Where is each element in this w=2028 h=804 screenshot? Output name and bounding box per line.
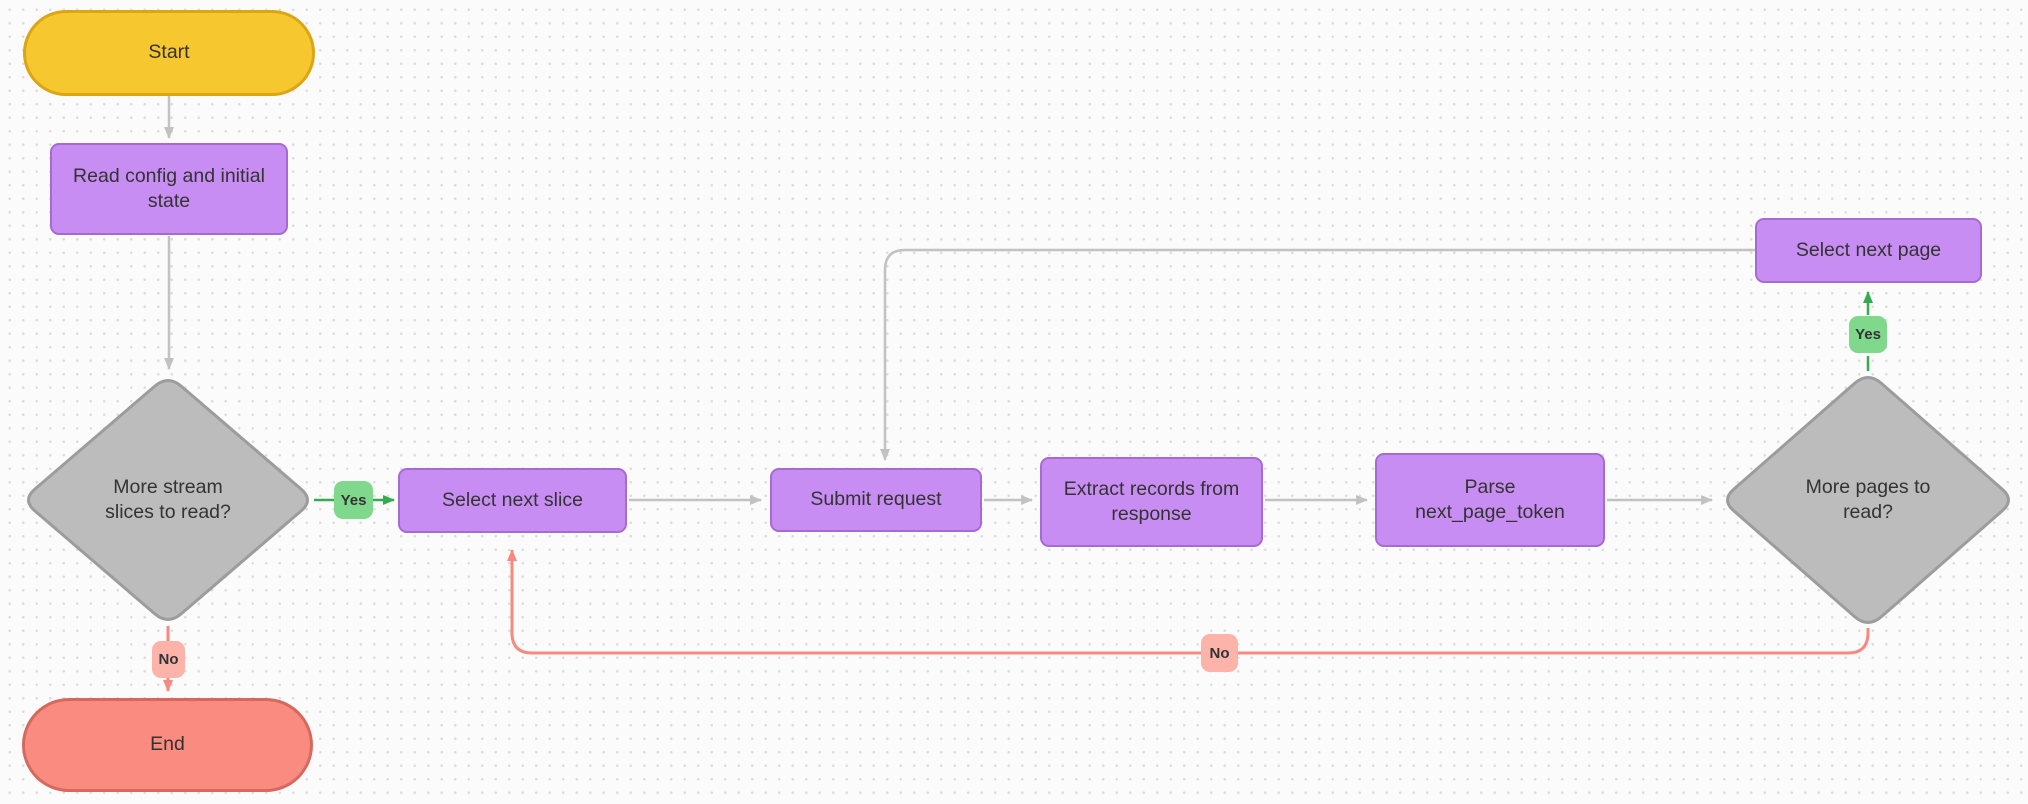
edge-label-yes-slices: Yes (334, 481, 373, 519)
edge-label-yes-pages: Yes (1849, 316, 1887, 353)
node-submit-request-label: Submit request (810, 488, 942, 511)
edge-label-no-end: No (152, 641, 185, 678)
node-select-next-page-label: Select next page (1795, 238, 1942, 261)
decision-more-stream-slices-shape[interactable] (27, 379, 309, 621)
node-extract-records-label: Extract records from response (1063, 477, 1240, 525)
node-select-next-slice-label: Select next slice (442, 488, 583, 511)
node-start[interactable]: Start (23, 10, 315, 96)
node-read-config[interactable]: Read config and initial state (50, 143, 288, 235)
node-parse-next-page-token-label: Parse next_page_token (1415, 475, 1565, 523)
edge-select-next-page-to-submit-request-loop (880, 248, 1755, 461)
node-select-next-slice[interactable]: Select next slice (398, 468, 627, 533)
decision-more-stream-slices-label: More stream slices to read? (105, 475, 231, 523)
decision-more-pages-shape[interactable] (1726, 376, 2010, 624)
decision-more-pages-label: More pages to read? (1805, 475, 1931, 523)
node-submit-request[interactable]: Submit request (770, 468, 982, 532)
node-parse-next-page-token[interactable]: Parse next_page_token (1375, 453, 1605, 547)
node-end[interactable]: End (22, 698, 313, 792)
edge-label-no-pages-loop: No (1201, 634, 1238, 672)
node-end-label: End (150, 733, 185, 756)
edge-more-pages-no-to-select-next-slice-loop (507, 549, 1870, 655)
node-start-label: Start (148, 41, 190, 64)
node-read-config-label: Read config and initial state (73, 164, 265, 212)
node-extract-records[interactable]: Extract records from response (1040, 457, 1263, 547)
node-select-next-page[interactable]: Select next page (1755, 218, 1982, 283)
